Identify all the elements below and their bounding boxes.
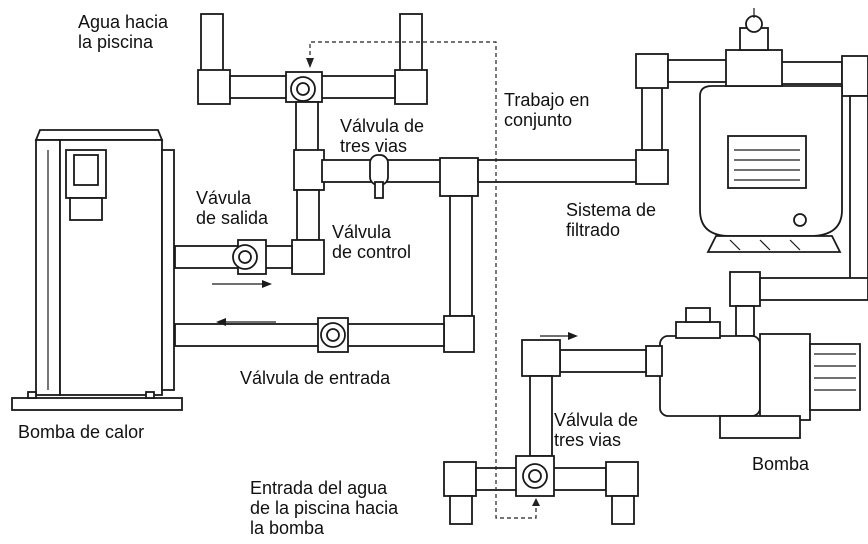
label-outlet-valve: Vávula de salida — [196, 188, 269, 228]
valve-handles — [232, 76, 548, 489]
filter-pipework — [635, 53, 868, 337]
label-three-way-valve-top: Válvula de tres vias — [340, 116, 425, 156]
heat-pump-unit — [11, 129, 183, 411]
label-control-valve: Válvula de control — [332, 222, 412, 262]
label-three-way-valve-bottom: Válvula de tres vias — [554, 410, 639, 450]
filter-tank — [699, 8, 843, 253]
label-heat-pump: Bomba de calor — [18, 422, 145, 442]
work-together-link — [306, 41, 540, 519]
flow-arrows — [212, 280, 578, 340]
bypass-pipework — [174, 157, 639, 353]
label-work-together: Trabajo en conjunto — [504, 90, 590, 130]
label-pump: Bomba — [752, 454, 810, 474]
label-inlet-valve: Válvula de entrada — [240, 368, 391, 388]
pump-unit — [645, 307, 861, 439]
label-water-to-pool: Agua hacia la piscina — [78, 12, 169, 52]
label-pool-water-inlet: Entrada del agua de la piscina hacia la … — [250, 478, 399, 538]
label-filtration-system: Sistema de filtrado — [566, 200, 657, 240]
